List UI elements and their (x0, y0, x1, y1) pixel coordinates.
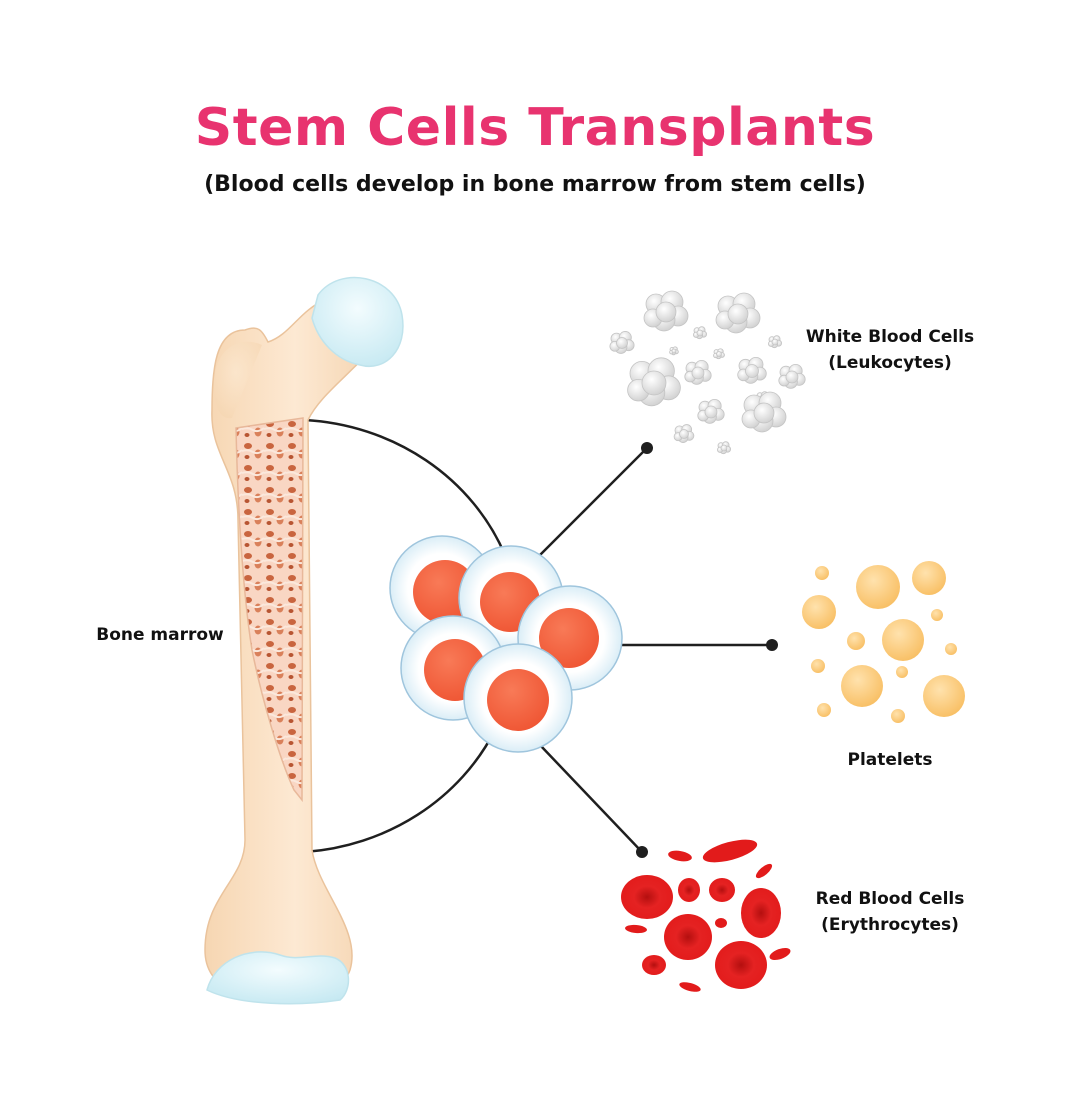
white-blood-cell (692, 326, 707, 340)
white-blood-cell (643, 290, 689, 332)
red-blood-cells-text: Red Blood Cells (815, 889, 965, 909)
stem-cell-cluster (389, 535, 623, 753)
rbc (642, 955, 666, 975)
rbc-side (702, 839, 758, 863)
platelet (817, 703, 831, 717)
platelet (815, 566, 829, 580)
platelet (856, 565, 900, 609)
red-blood-cells (621, 839, 791, 992)
platelet (811, 659, 825, 673)
bone-marrow-section (235, 417, 304, 803)
white-blood-cell (778, 363, 806, 389)
erythrocytes-text: (Erythrocytes) (821, 915, 959, 935)
bone-marrow-text: Bone marrow (96, 625, 224, 645)
platelets-group (802, 561, 965, 723)
rbc (741, 888, 781, 938)
white-blood-cells (609, 290, 806, 455)
white-blood-cell (716, 441, 731, 455)
rbc-side (769, 947, 791, 961)
pointer-dot-wbc (641, 442, 653, 454)
leukocytes-text: (Leukocytes) (828, 353, 952, 373)
rbc-side (679, 982, 701, 992)
pointer-dot-rbc (636, 846, 648, 858)
rbc (709, 878, 735, 902)
rbc (678, 878, 700, 902)
label-bone-marrow: Bone marrow (85, 622, 235, 648)
platelet (847, 632, 865, 650)
white-blood-cell (741, 391, 787, 433)
white-blood-cell (609, 331, 635, 354)
platelet (945, 643, 957, 655)
white-blood-cell (627, 357, 681, 407)
rbc-small (715, 918, 727, 928)
rbc-side (755, 863, 773, 879)
cartilage-top (311, 276, 404, 367)
connector-arcs (304, 418, 507, 854)
rbc (621, 875, 673, 919)
pointer-dot-platelets (766, 639, 778, 651)
white-blood-cell (715, 292, 761, 334)
pointer-lines (539, 442, 778, 858)
platelet (802, 595, 836, 629)
label-red-blood-cells: Red Blood Cells (Erythrocytes) (790, 886, 990, 938)
white-blood-cell (737, 356, 767, 384)
white-blood-cell (713, 348, 725, 360)
femur-bone (204, 276, 404, 1005)
rbc-side (625, 924, 647, 934)
white-blood-cell (697, 398, 725, 424)
platelet (896, 666, 908, 678)
rbc (715, 941, 767, 989)
rbc (664, 914, 712, 960)
white-blood-cell (673, 424, 695, 443)
white-blood-cell (669, 346, 679, 356)
platelet (882, 619, 924, 661)
page-title: Stem Cells Transplants (194, 98, 876, 158)
label-white-blood-cells: White Blood Cells (Leukocytes) (790, 324, 990, 376)
white-blood-cell (684, 359, 712, 385)
platelet (931, 609, 943, 621)
platelet (891, 709, 905, 723)
platelets-text: Platelets (847, 750, 933, 770)
white-blood-cells-text: White Blood Cells (805, 327, 975, 347)
stem-cell (463, 643, 573, 753)
page-subtitle: (Blood cells develop in bone marrow from… (204, 172, 866, 197)
platelet (923, 675, 965, 717)
rbc-side (668, 850, 692, 862)
white-blood-cell (767, 335, 782, 349)
platelet (841, 665, 883, 707)
cartilage-bottom (206, 951, 350, 1005)
label-platelets: Platelets (820, 747, 960, 773)
platelet (912, 561, 946, 595)
